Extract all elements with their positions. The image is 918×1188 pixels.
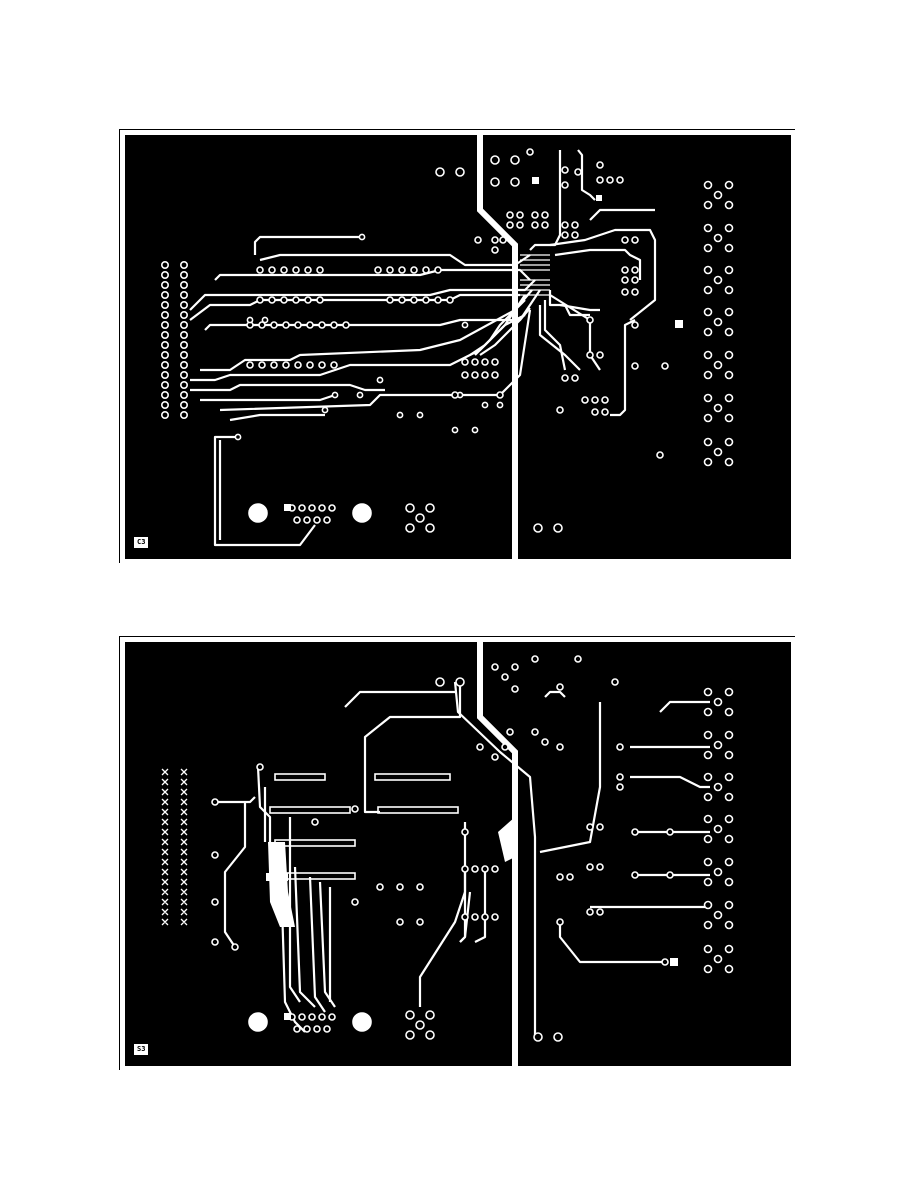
layer-label-top: C3 xyxy=(134,537,149,548)
layer-label-bottom: S3 xyxy=(134,1044,149,1055)
pcb-bottom-layer-panel: S3 xyxy=(119,636,796,1071)
pcb-top-layer-panel: C3 xyxy=(119,129,796,564)
pcb-bottom-layer-artwork xyxy=(120,637,796,1071)
pcb-top-layer-artwork xyxy=(120,130,796,564)
